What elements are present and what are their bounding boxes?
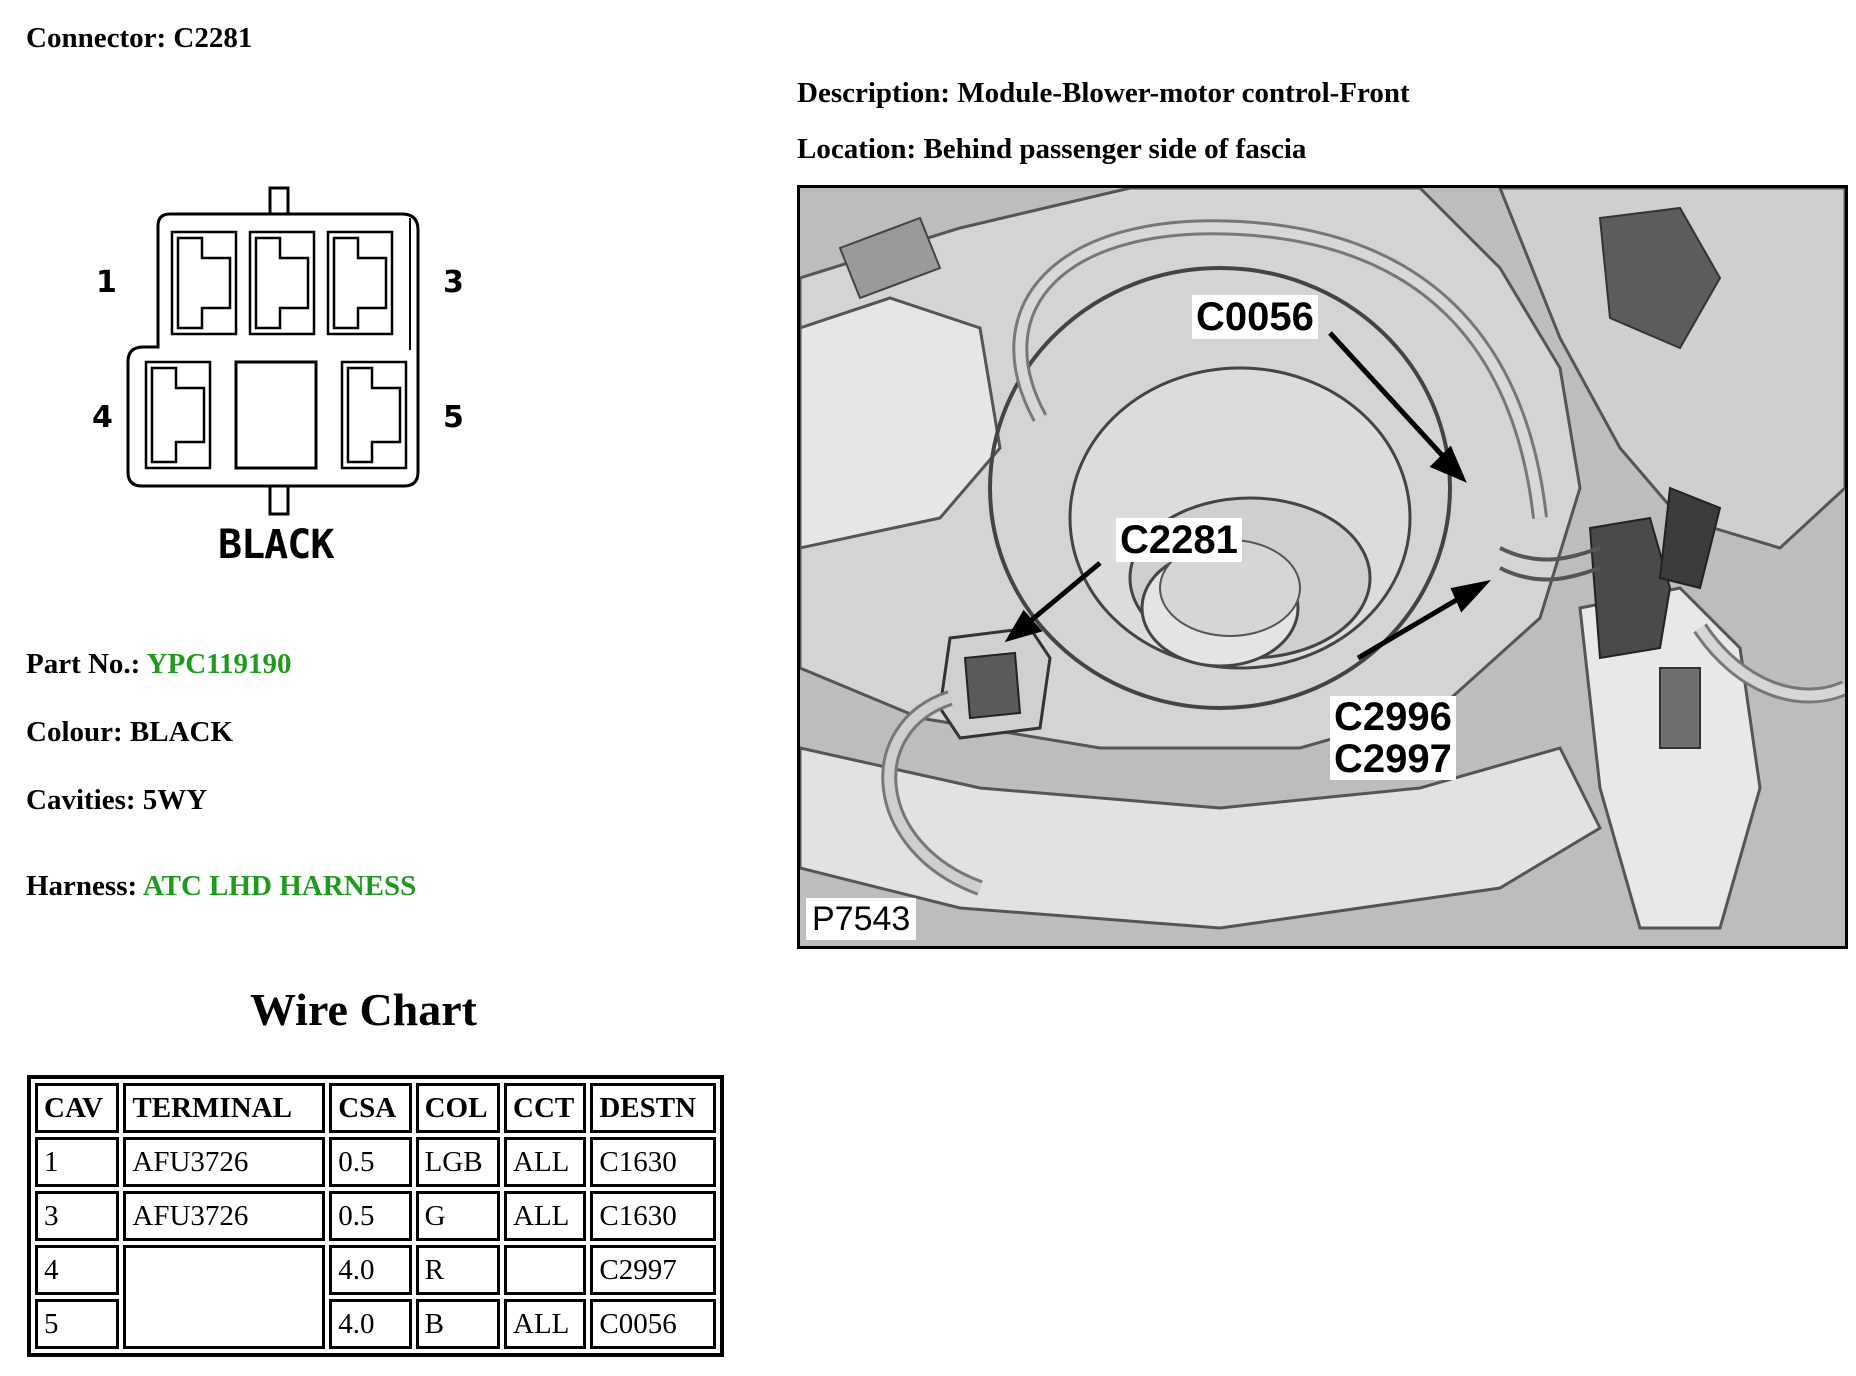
cell-terminal: AFU3726 [123, 1191, 326, 1241]
description-label: Description: [797, 77, 951, 109]
cavities-line: Cavities: 5WY [26, 784, 207, 817]
cell-terminal: AFU3726 [123, 1137, 326, 1187]
part-no-link[interactable]: YPC119190 [146, 648, 292, 680]
harness-line: Harness: ATC LHD HARNESS [26, 870, 416, 903]
location-value: Behind passenger side of fascia [923, 133, 1307, 165]
col-header-csa: CSA [329, 1083, 412, 1133]
pin-label-3: 3 [443, 265, 464, 300]
connector-key-bottom [268, 484, 290, 516]
table-row: 5 4.0 B ALL C0056 [35, 1299, 716, 1349]
cell-csa: 0.5 [329, 1137, 412, 1187]
terminal-cavity-4 [144, 360, 212, 470]
harness-label: Harness: [26, 870, 138, 902]
cell-cav: 4 [35, 1245, 120, 1295]
cavities-label: Cavities: [26, 784, 136, 816]
cavities-value: 5WY [142, 784, 208, 816]
blank-cavity [234, 360, 318, 470]
col-header-cav: CAV [35, 1083, 120, 1133]
wire-chart-title: Wire Chart [250, 984, 477, 1035]
col-header-destn: DESTN [590, 1083, 716, 1133]
location-photo: C0056 C2281 C2996 C2997 P7543 [797, 185, 1848, 949]
cell-col: LGB [415, 1137, 500, 1187]
callout-c2281: C2281 [1116, 518, 1242, 562]
connector-heading: Connector: C2281 [26, 22, 252, 55]
callout-c2996-c2997: C2996 C2997 [1330, 696, 1456, 780]
cell-cav: 1 [35, 1137, 120, 1187]
callout-c2997: C2997 [1334, 737, 1452, 781]
part-no-line: Part No.: YPC119190 [26, 648, 292, 681]
cell-destn: C2997 [590, 1245, 716, 1295]
callout-c2996: C2996 [1334, 695, 1452, 739]
cell-cct: ALL [504, 1137, 587, 1187]
cell-col: R [415, 1245, 500, 1295]
cell-cav: 5 [35, 1299, 120, 1349]
table-header-row: CAV TERMINAL CSA COL CCT DESTN [35, 1083, 716, 1133]
col-header-col: COL [415, 1083, 500, 1133]
cell-csa: 4.0 [329, 1299, 412, 1349]
connector-value: C2281 [173, 22, 253, 54]
pin-label-5: 5 [443, 400, 464, 435]
col-header-terminal: TERMINAL [123, 1083, 326, 1133]
cell-destn: C1630 [590, 1191, 716, 1241]
wire-chart-table: CAV TERMINAL CSA COL CCT DESTN 1 AFU3726… [27, 1075, 724, 1357]
location-label: Location: [797, 133, 917, 165]
terminal-cavity-2 [248, 230, 316, 336]
location-line: Location: Behind passenger side of fasci… [797, 133, 1306, 166]
colour-label: Colour: [26, 716, 123, 748]
pin-label-4: 4 [92, 400, 113, 435]
description-line: Description: Module-Blower-motor control… [797, 77, 1410, 110]
col-header-cct: CCT [504, 1083, 587, 1133]
table-row: 1 AFU3726 0.5 LGB ALL C1630 [35, 1137, 716, 1187]
colour-line: Colour: BLACK [26, 716, 233, 749]
pin-label-1: 1 [96, 265, 117, 300]
photo-reference-label: P7543 [806, 898, 917, 940]
cell-terminal-merged [123, 1245, 326, 1349]
cell-cct: ALL [504, 1191, 587, 1241]
cell-destn: C0056 [590, 1299, 716, 1349]
cell-cct [504, 1245, 587, 1295]
terminal-cavity-1 [170, 230, 238, 336]
photo-illustration [800, 188, 1845, 946]
connector-key-top [268, 186, 290, 216]
connector-housing [126, 212, 420, 488]
harness-link[interactable]: ATC LHD HARNESS [142, 870, 417, 902]
connector-face-diagram [126, 186, 420, 516]
description-value: Module-Blower-motor control-Front [957, 77, 1410, 109]
part-no-label: Part No.: [26, 648, 141, 680]
terminal-cavity-5 [340, 360, 408, 470]
table-row: 4 4.0 R C2997 [35, 1245, 716, 1349]
terminal-cavity-3 [326, 230, 394, 336]
cell-cct: ALL [504, 1299, 587, 1349]
cell-csa: 0.5 [329, 1191, 412, 1241]
table-row: 3 AFU3726 0.5 G ALL C1630 [35, 1191, 716, 1241]
cell-cav: 3 [35, 1191, 120, 1241]
cell-csa: 4.0 [329, 1245, 412, 1295]
cell-destn: C1630 [590, 1137, 716, 1187]
diagram-colour-label: BLACK [218, 522, 334, 568]
callout-c0056: C0056 [1192, 295, 1318, 339]
connector-label: Connector: [26, 22, 167, 54]
cell-col: B [415, 1299, 500, 1349]
cell-col: G [415, 1191, 500, 1241]
colour-value: BLACK [129, 716, 234, 748]
